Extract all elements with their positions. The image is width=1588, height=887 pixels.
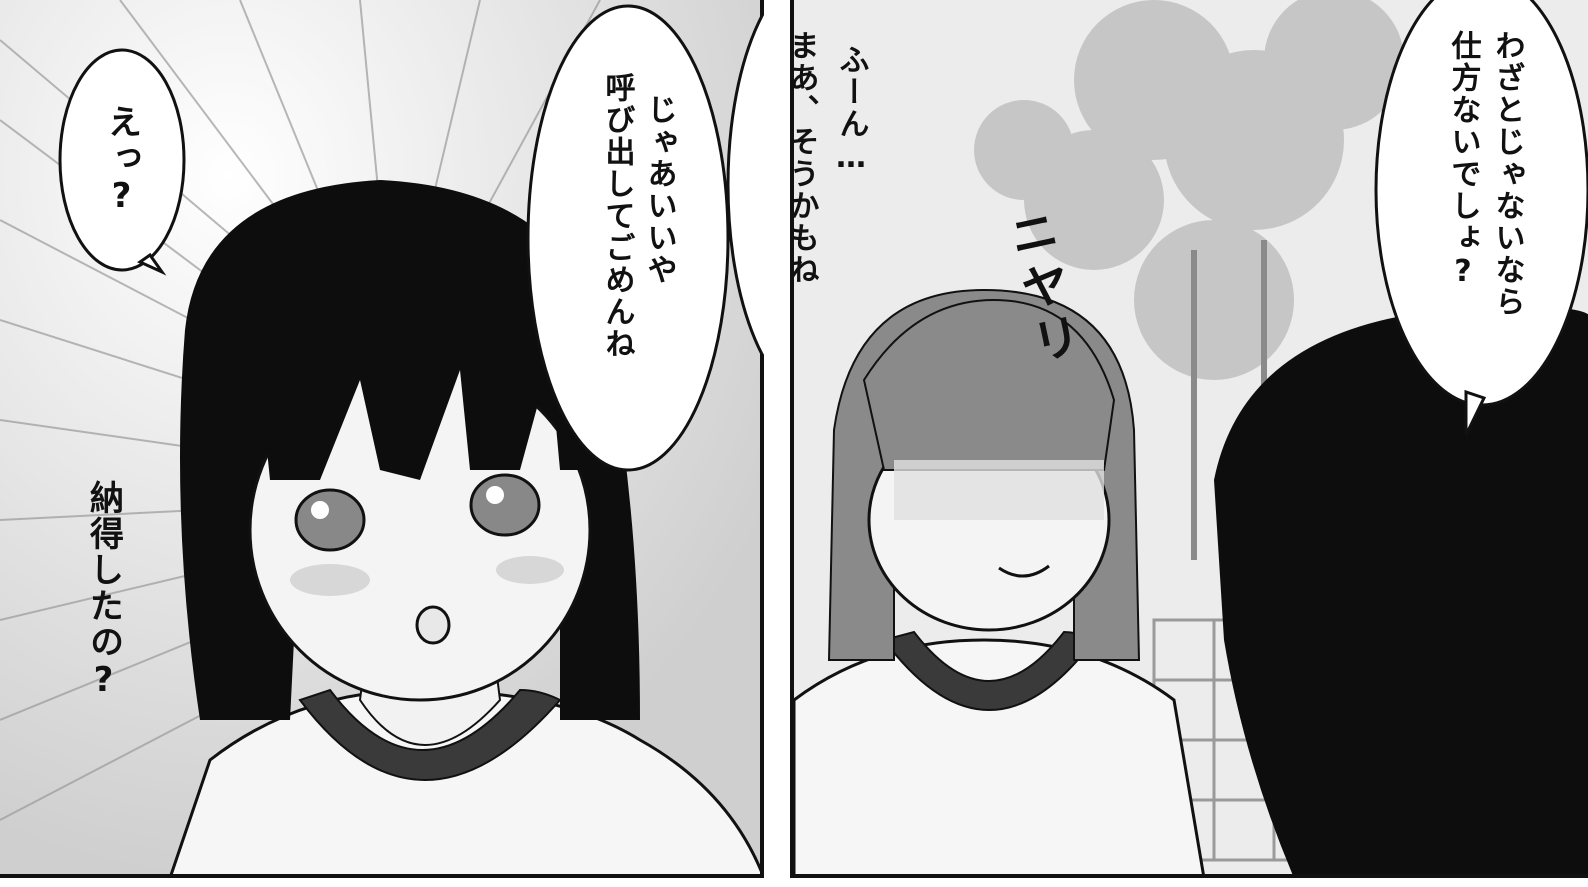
narration-text: 納得したの? — [83, 480, 124, 702]
bubble-middle-line1: ふーん… — [833, 44, 869, 177]
bubble-top-text: えっ? — [101, 104, 142, 218]
mouth — [415, 605, 451, 645]
bubble-middle-line2: まあ、そうかもね — [783, 30, 819, 286]
right-panel: ニヤリ わざとじゃないなら 仕方ないでしょ? — [790, 0, 1588, 878]
left-bubbles — [58, 4, 760, 472]
bubble-top — [58, 48, 186, 272]
bubble-speech-line1: じゃあいいや — [641, 94, 677, 286]
bangs — [230, 200, 600, 480]
gray-bangs — [862, 298, 1116, 471]
tree-foliage — [974, 0, 1404, 380]
bubble-speech-line2: 呼び出してごめんね — [599, 72, 635, 360]
right-panel-art — [794, 0, 1588, 874]
foreground-hair — [1214, 306, 1588, 874]
bubble-right — [1374, 0, 1588, 407]
bubble-right-line2: 仕方ないでしょ? — [1445, 30, 1481, 291]
bubble-right-line1: わざとじゃないなら — [1489, 30, 1525, 318]
right-bubble — [1374, 0, 1588, 436]
smile — [998, 564, 1050, 578]
left-panel: えっ? じゃあいいや 呼び出してごめんね 納得したの? — [0, 0, 764, 878]
collar — [298, 688, 562, 781]
bubble-middle — [740, 46, 760, 314]
shirt — [794, 638, 1205, 874]
